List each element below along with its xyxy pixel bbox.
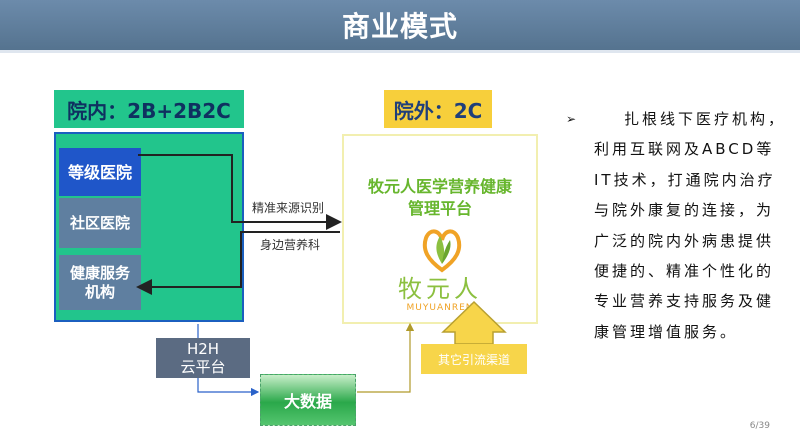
description-block: ➢ 扎根线下医疗机构，利用互联网及ABCD等IT技术，打通院内治疗与院外康复的连… xyxy=(566,104,786,347)
community-hospital-box: 社区医院 xyxy=(59,198,141,248)
channel-up-arrow xyxy=(441,300,507,345)
connector-bigdata xyxy=(357,322,415,393)
arrow-label-top: 精准来源识别 xyxy=(252,201,325,215)
grade-hospital-label: 等级医院 xyxy=(67,162,132,182)
outer-hospital-label: 院外：2C xyxy=(384,90,492,128)
logo-chinese-name: 牧元人 xyxy=(398,275,482,303)
page-number: 6/39 xyxy=(749,421,770,431)
heart-leaf-logo-icon xyxy=(422,229,462,273)
platform-panel: 牧元人医学营养健康 管理平台 牧元人 MUYUANREN xyxy=(342,134,538,324)
connector-bottom xyxy=(136,231,340,295)
bigdata-label: 大数据 xyxy=(283,392,332,411)
community-hospital-label: 社区医院 xyxy=(69,213,130,232)
arrow-label-bottom: 身边营养科 xyxy=(260,238,321,252)
title-underline xyxy=(0,50,800,53)
h2h-label: H2H xyxy=(186,340,220,358)
bigdata-box: 大数据 xyxy=(260,374,356,426)
description-text: 扎根线下医疗机构，利用互联网及ABCD等IT技术，打通院内治疗与院外康复的连接，… xyxy=(594,110,787,341)
logo-english-name: MUYUANREN xyxy=(406,303,474,313)
h2h-cloud-box: H2H 云平台 xyxy=(156,338,250,378)
grade-hospital-box: 等级医院 xyxy=(59,148,141,196)
inner-hospital-panel: 等级医院 社区医院 健康服务 机构 xyxy=(54,132,244,322)
connector-top xyxy=(138,154,342,230)
health-service-label: 健康服务 机构 xyxy=(69,263,130,301)
other-channels-box: 其它引流渠道 xyxy=(421,344,527,374)
health-service-box: 健康服务 机构 xyxy=(59,255,141,310)
platform-title: 牧元人医学营养健康 管理平台 xyxy=(367,177,512,218)
title-bar: 商业模式 xyxy=(0,0,800,50)
cloud-platform-label: 云平台 xyxy=(180,358,226,376)
bullet-icon: ➢ xyxy=(566,112,577,126)
inner-hospital-label: 院内：2B+2B2C xyxy=(54,90,244,128)
page-title: 商业模式 xyxy=(341,10,458,43)
other-channels-label: 其它引流渠道 xyxy=(437,352,510,367)
